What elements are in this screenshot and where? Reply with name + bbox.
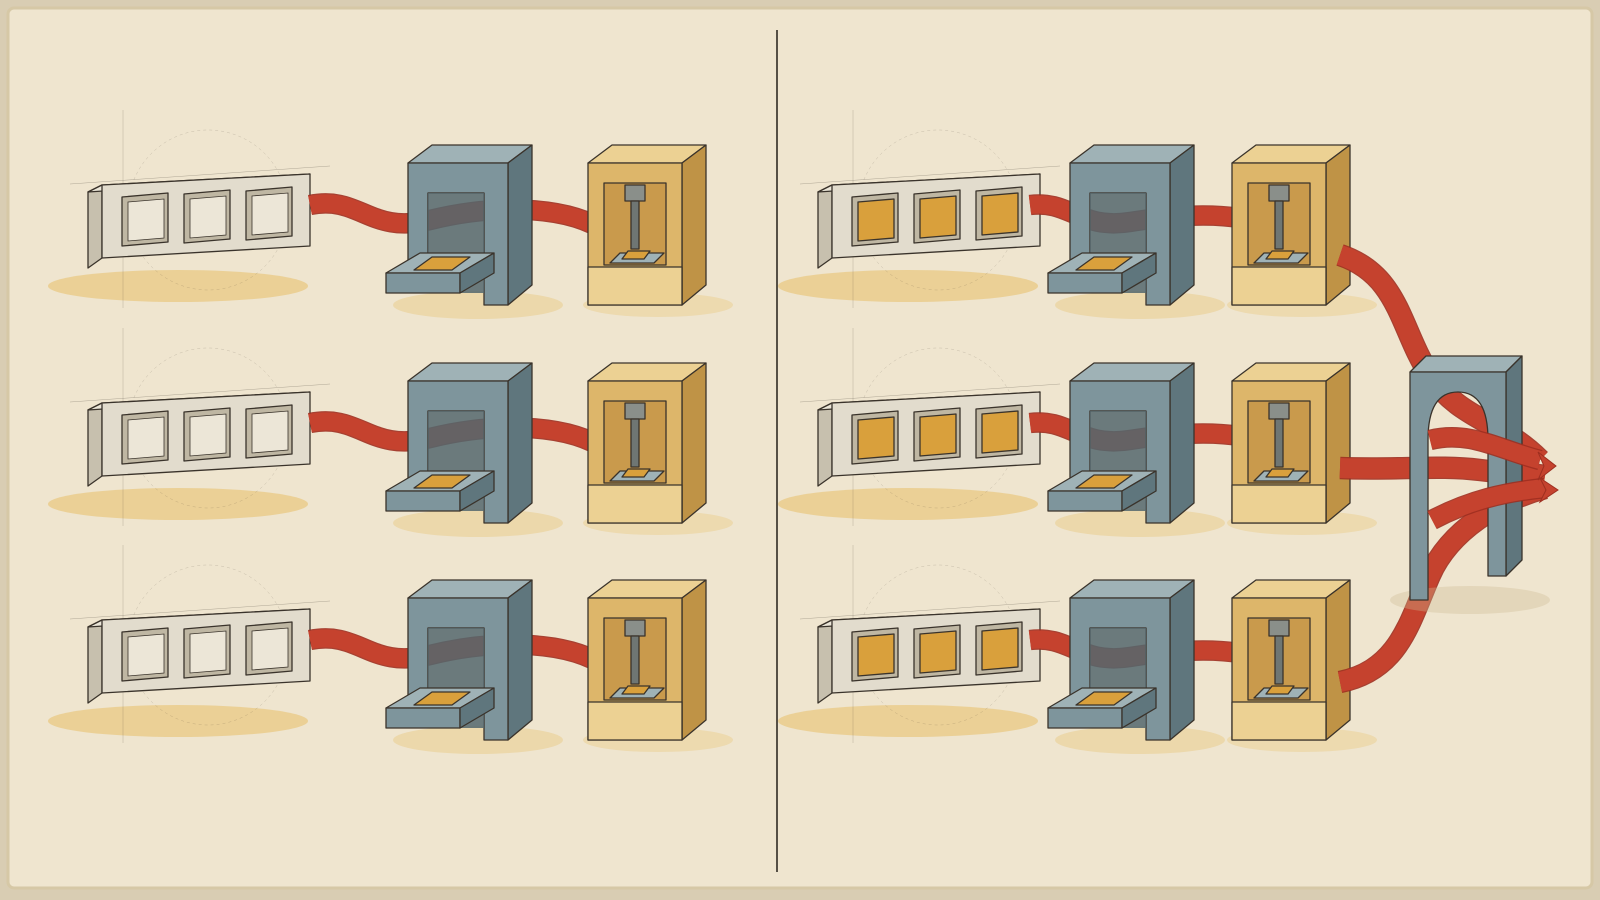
press-ram-head	[1269, 403, 1289, 419]
wash-shadow	[778, 270, 1038, 302]
press-ram-head	[625, 185, 645, 201]
wash-shadow	[393, 726, 563, 754]
press-side	[1326, 580, 1350, 740]
right-panel	[778, 110, 1377, 754]
press-ram	[1275, 419, 1283, 467]
window-pane	[252, 411, 288, 453]
press-ram-head	[625, 403, 645, 419]
tray-front	[1048, 273, 1122, 293]
press-base	[1232, 267, 1326, 305]
frame-side	[818, 403, 832, 486]
window-tile	[920, 196, 956, 238]
wash-shadow	[778, 705, 1038, 737]
press-side	[1326, 145, 1350, 305]
press-ram	[1275, 636, 1283, 684]
gate-top	[1410, 356, 1522, 372]
press-ram	[631, 636, 639, 684]
window-tile	[858, 417, 894, 459]
window-pane	[252, 628, 288, 670]
wash-shadow	[1055, 726, 1225, 754]
window-pane	[128, 417, 164, 459]
arch-side	[1170, 145, 1194, 305]
wash-shadow	[48, 270, 308, 302]
wash-shadow	[48, 705, 308, 737]
tray-front	[1048, 491, 1122, 511]
window-pane	[190, 631, 226, 673]
press-ram	[1275, 201, 1283, 249]
tray-front	[386, 491, 460, 511]
wash-shadow	[393, 509, 563, 537]
window-pane	[128, 634, 164, 676]
window-tile	[920, 414, 956, 456]
arch-side	[508, 363, 532, 523]
tray-front	[386, 273, 460, 293]
press-base	[588, 267, 682, 305]
window-tile	[982, 193, 1018, 235]
window-tile	[982, 411, 1018, 453]
press-base	[1232, 702, 1326, 740]
press-ram-head	[1269, 185, 1289, 201]
press-base	[588, 702, 682, 740]
press-side	[682, 363, 706, 523]
press-base	[1232, 485, 1326, 523]
wash-shadow	[1055, 291, 1225, 319]
press-ram	[631, 419, 639, 467]
tray-front	[386, 708, 460, 728]
window-pane	[190, 196, 226, 238]
window-pane	[252, 193, 288, 235]
press-side	[682, 145, 706, 305]
press-ram-head	[1269, 620, 1289, 636]
window-tile	[858, 634, 894, 676]
window-pane	[190, 414, 226, 456]
arch-side	[508, 145, 532, 305]
frame-side	[88, 620, 102, 703]
press-side	[682, 580, 706, 740]
wash-shadow	[48, 488, 308, 520]
press-ram-head	[625, 620, 645, 636]
frame-side	[88, 403, 102, 486]
arch-side	[1170, 363, 1194, 523]
window-tile	[858, 199, 894, 241]
press-base	[588, 485, 682, 523]
tray-front	[1048, 708, 1122, 728]
press-side	[1326, 363, 1350, 523]
window-tile	[920, 631, 956, 673]
frame-side	[88, 185, 102, 268]
wash-shadow	[1055, 509, 1225, 537]
wash-shadow	[778, 488, 1038, 520]
frame-side	[818, 620, 832, 703]
window-pane	[128, 199, 164, 241]
arch-side	[1170, 580, 1194, 740]
window-tile	[982, 628, 1018, 670]
gate-side	[1506, 356, 1522, 576]
wash-shadow	[393, 291, 563, 319]
frame-side	[818, 185, 832, 268]
press-ram	[631, 201, 639, 249]
arch-side	[508, 580, 532, 740]
